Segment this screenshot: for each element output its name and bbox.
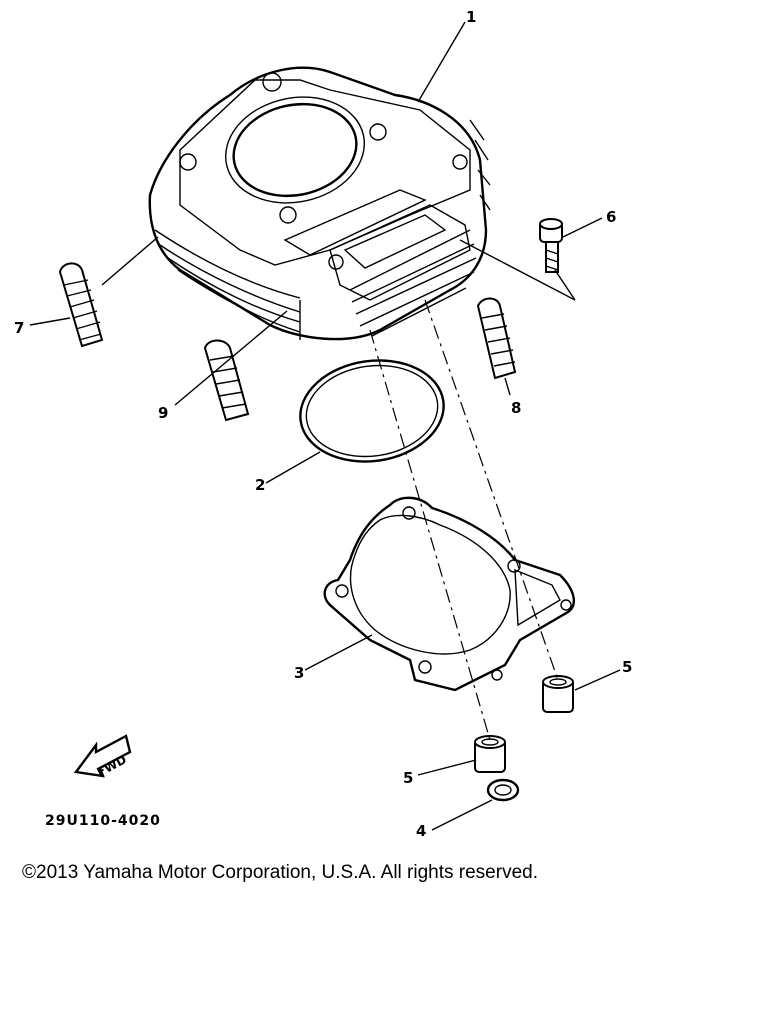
callout-4: 4	[416, 822, 426, 840]
o-ring-inner	[305, 364, 439, 458]
dowel-pin-part-upper	[542, 675, 574, 713]
leader-lines	[29, 21, 621, 831]
callout-2: 2	[255, 476, 265, 494]
callout-5-upper: 5	[622, 658, 632, 676]
diagram-code: 29U110-4020	[45, 813, 161, 829]
callout-6: 6	[606, 208, 616, 226]
stud-bolt-part-9	[203, 339, 250, 422]
fwd-label: FWD	[95, 752, 129, 779]
o-ring-part	[299, 359, 445, 463]
fwd-direction-icon: FWD	[73, 734, 132, 779]
callout-5-lower: 5	[403, 769, 413, 787]
stud-bolt-part-7	[58, 262, 104, 348]
bolt-part	[539, 218, 563, 273]
assembly-centerlines	[369, 239, 576, 741]
washer-part	[486, 778, 520, 802]
dowel-pin-part-lower	[474, 735, 506, 773]
exploded-parts-diagram: FWD 1 2 3 4 5 5 6 7 8 9 29U110-4020	[14, 8, 632, 840]
callout-3: 3	[294, 664, 304, 682]
callout-7: 7	[14, 319, 24, 337]
copyright-notice: ©2013 Yamaha Motor Corporation, U.S.A. A…	[22, 862, 538, 883]
stud-bolt-part-8	[476, 297, 517, 380]
cylinder-part	[148, 66, 491, 341]
callout-9: 9	[158, 404, 168, 422]
callout-8: 8	[511, 399, 521, 417]
callout-1: 1	[466, 8, 476, 26]
cylinder-gasket-part	[323, 496, 576, 692]
